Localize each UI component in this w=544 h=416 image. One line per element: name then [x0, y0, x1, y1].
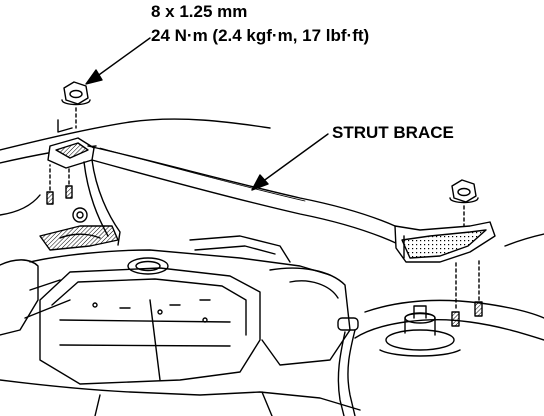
left-mounting-studs — [46, 161, 88, 223]
torque-spec-label: 24 N·m (2.4 kgf·m, 17 lbf·ft) — [151, 26, 370, 45]
right-mounting-studs — [451, 257, 483, 327]
bolt-size-label: 8 x 1.25 mm — [151, 2, 248, 21]
torque-leader-arrow — [85, 37, 151, 85]
brace-leader-arrow — [251, 133, 329, 191]
strut-brace-bar — [47, 137, 496, 263]
engine-assembly — [0, 225, 361, 416]
right-flange-nut — [449, 179, 479, 233]
suspension-top-mount — [379, 305, 461, 357]
strut-brace-label: STRUT BRACE — [332, 123, 454, 142]
hood-outline — [0, 118, 271, 216]
left-flange-nut — [57, 81, 91, 133]
